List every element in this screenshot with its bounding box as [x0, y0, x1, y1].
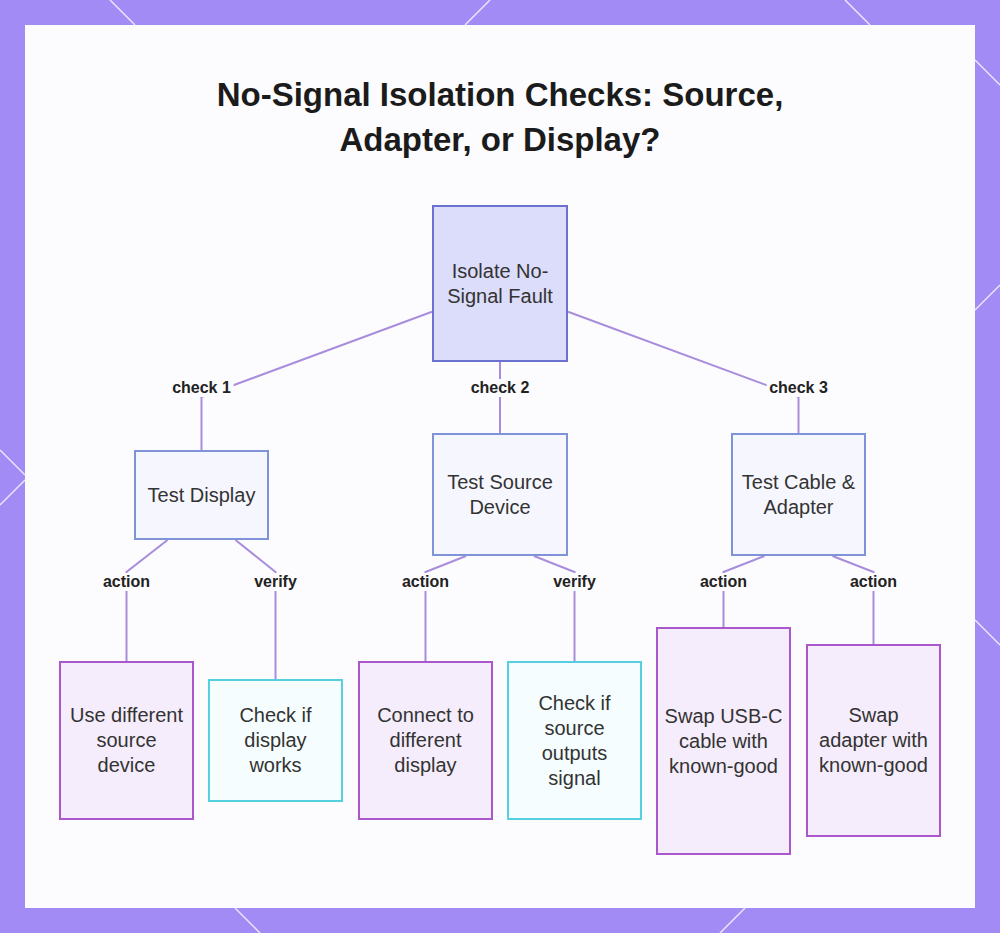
- connector: [499, 362, 501, 433]
- frame-line: [975, 285, 1000, 310]
- connector: [202, 312, 433, 450]
- node-label: Check if source outputs signal: [509, 691, 640, 791]
- frame-line: [845, 0, 870, 25]
- connector: [236, 540, 276, 679]
- edge-label: action: [697, 573, 750, 591]
- edge-label: check 2: [468, 379, 533, 397]
- node-label: Swap adapter with known-good: [808, 703, 939, 778]
- node-label: Check if display works: [210, 703, 341, 778]
- node-label: Test Cable & Adapter: [733, 470, 864, 520]
- edge-label: action: [100, 573, 153, 591]
- edge-label: check 1: [169, 379, 234, 397]
- node-label: Swap USB-C cable with known-good: [658, 704, 789, 779]
- edge-label: action: [399, 573, 452, 591]
- edge-label: action: [847, 573, 900, 591]
- frame-line: [975, 60, 1000, 85]
- action-box: Swap adapter with known-good: [806, 644, 941, 837]
- verify-box: Check if display works: [208, 679, 343, 802]
- check-box: Test Display: [134, 450, 269, 540]
- action-box: Connect to different display: [358, 661, 493, 820]
- action-box: Swap USB-C cable with known-good: [656, 627, 791, 855]
- frame-line: [0, 450, 25, 475]
- edge-label: verify: [251, 573, 300, 591]
- edge-label: verify: [550, 573, 599, 591]
- check-box: Test Source Device: [432, 433, 568, 556]
- node-label: Connect to different display: [360, 703, 491, 778]
- diagram-title: No-Signal Isolation Checks: Source, Adap…: [180, 72, 820, 162]
- check-box: Test Cable & Adapter: [731, 433, 866, 556]
- node-label: Use different source device: [61, 703, 192, 778]
- frame-line: [465, 0, 490, 25]
- frame-line: [0, 480, 25, 505]
- action-box: Use different source device: [59, 661, 194, 820]
- connector: [534, 556, 575, 661]
- verify-box: Check if source outputs signal: [507, 661, 642, 820]
- frame-line: [235, 908, 260, 933]
- connector: [724, 556, 765, 627]
- connector: [127, 540, 168, 661]
- frame-line: [720, 908, 745, 933]
- node-label: Test Display: [142, 483, 262, 508]
- root-box: Isolate No-Signal Fault: [432, 205, 568, 362]
- connector: [568, 312, 799, 433]
- frame-line: [110, 0, 135, 25]
- connector: [833, 556, 874, 644]
- frame-line: [975, 620, 1000, 645]
- node-label: Isolate No-Signal Fault: [434, 259, 566, 309]
- node-label: Test Source Device: [434, 470, 566, 520]
- connector: [426, 556, 467, 661]
- edge-label: check 3: [766, 379, 831, 397]
